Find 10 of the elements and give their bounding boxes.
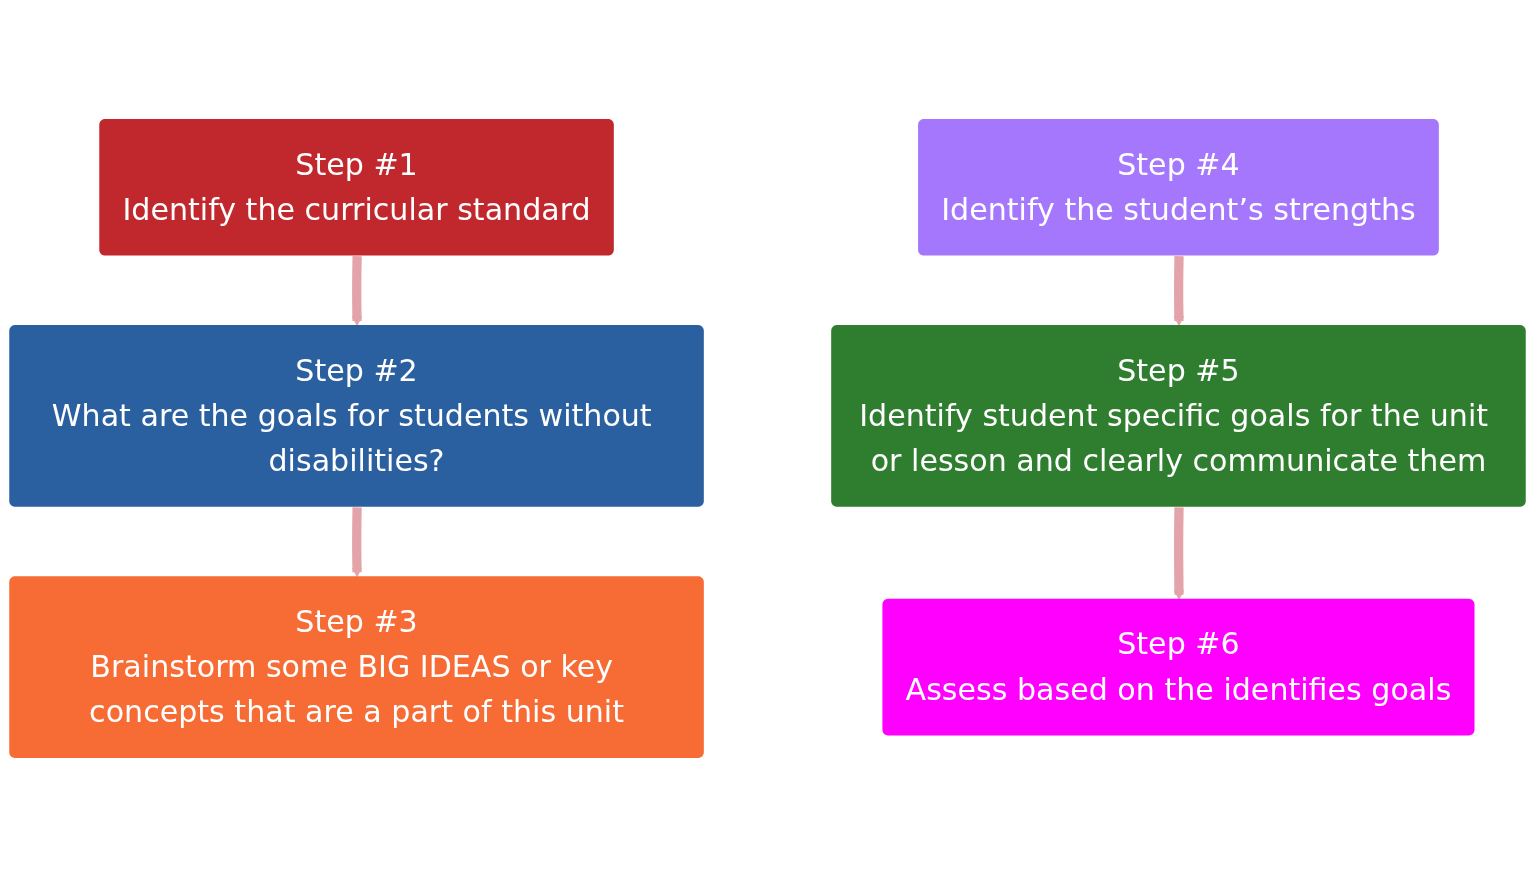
arrow [1173, 507, 1185, 600]
arrow [351, 507, 363, 578]
node-box: Step #6 Assess based on the identifies goals [882, 598, 1475, 736]
node-box: Step #3 Brainstorm some BIG IDEAS or key concepts that are a part of this unit [9, 576, 704, 758]
node-box: Step #2 What are the goals for students without disabilities? [9, 325, 704, 507]
node-box: Step #1 Identify the curricular standard [99, 119, 614, 256]
arrow [351, 256, 363, 327]
arrow [1173, 256, 1184, 327]
node-box: Step #4 Identify the student’s strengths [918, 119, 1439, 256]
node-box: Step #5 Identify student specific goals for the unit or lesson and clearly communicate them [831, 325, 1526, 507]
